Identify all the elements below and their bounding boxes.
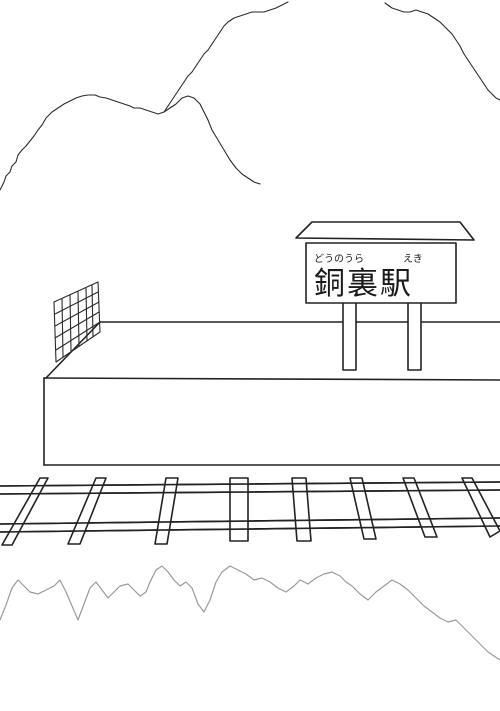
fence-top-rail xyxy=(53,281,99,303)
sleeper xyxy=(461,477,500,538)
sleeper xyxy=(402,477,438,538)
rail-far-bottom-over xyxy=(0,489,500,495)
sleeper xyxy=(349,477,377,540)
sign-left-post xyxy=(342,299,357,371)
station-sign: どうのうら えき 銅裏駅 xyxy=(295,221,475,371)
sign-reading-left: どうのうら xyxy=(314,253,364,265)
foreground-grass xyxy=(0,565,500,661)
rail-far-top-over xyxy=(0,481,500,487)
platform xyxy=(43,321,500,466)
platform-front-top-edge xyxy=(43,377,500,381)
tree-canopy xyxy=(0,1,500,191)
sleeper xyxy=(67,477,107,545)
sign-roof xyxy=(295,221,475,241)
railway-sleepers xyxy=(1,477,500,546)
railway-track xyxy=(0,477,500,546)
sleeper xyxy=(154,477,179,545)
tree-outline-right xyxy=(384,2,500,101)
rail-near-top-over xyxy=(0,517,500,525)
tree-outline-left xyxy=(0,94,261,191)
tree-outline-middle xyxy=(163,1,289,113)
fence-left-post xyxy=(53,301,57,363)
grass-outline xyxy=(0,565,500,661)
rail-near-bottom-over xyxy=(0,525,500,533)
sign-board xyxy=(305,242,457,304)
fence-right-post xyxy=(97,281,101,333)
fence-horizontal-bars xyxy=(54,291,101,351)
sleeper xyxy=(229,477,249,542)
fence-vertical-bars xyxy=(61,284,94,358)
sign-station-name: 銅裏駅 xyxy=(314,266,413,302)
sign-right-post xyxy=(407,299,422,371)
sleeper xyxy=(1,477,49,546)
platform-fence xyxy=(53,281,101,363)
sign-reading-right: えき xyxy=(403,253,423,265)
sleeper xyxy=(291,477,312,542)
